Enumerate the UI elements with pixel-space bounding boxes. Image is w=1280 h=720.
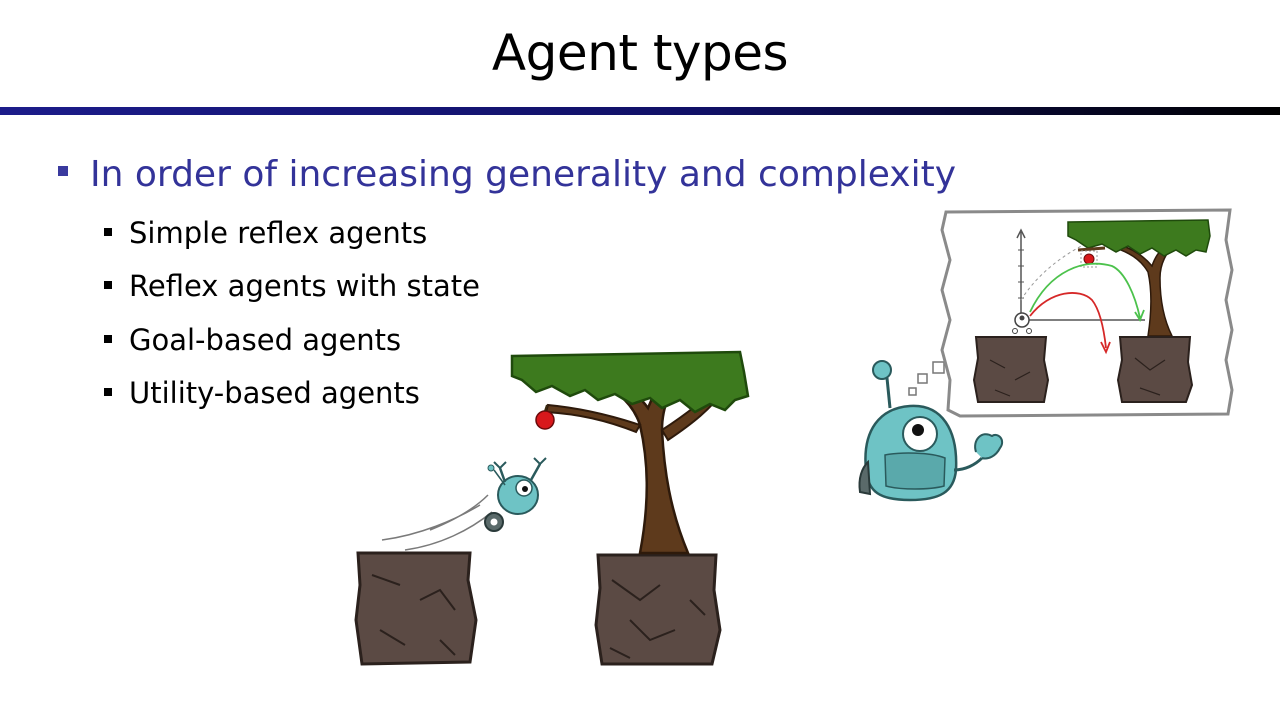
thought-bubble-plan-icon bbox=[940, 208, 1234, 418]
rock-cliffs-icon bbox=[354, 551, 722, 666]
sub-bullet-simple-reflex: Simple reflex agents bbox=[104, 216, 427, 250]
robot-falling-icon bbox=[381, 457, 547, 551]
square-bullet-icon bbox=[104, 228, 112, 236]
sub-bullet-text: Goal-based agents bbox=[129, 323, 402, 357]
square-bullet-icon bbox=[104, 388, 112, 396]
sub-bullet-text: Reflex agents with state bbox=[129, 269, 480, 303]
sub-bullet-utility-based: Utility-based agents bbox=[104, 376, 420, 410]
title-divider bbox=[0, 107, 1280, 115]
sub-bullet-text: Simple reflex agents bbox=[129, 216, 428, 250]
sub-bullet-text: Utility-based agents bbox=[129, 376, 420, 410]
main-bullet: In order of increasing generality and co… bbox=[58, 154, 956, 195]
tree-with-apple-icon bbox=[510, 350, 750, 555]
square-bullet-icon bbox=[58, 166, 68, 176]
slide-title: Agent types bbox=[491, 24, 789, 82]
thinking-robot-icon bbox=[858, 360, 1004, 502]
square-bullet-icon bbox=[104, 335, 112, 343]
main-bullet-text: In order of increasing generality and co… bbox=[90, 154, 957, 195]
sub-bullet-goal-based: Goal-based agents bbox=[104, 323, 401, 357]
sub-bullet-reflex-state: Reflex agents with state bbox=[104, 269, 480, 303]
square-bullet-icon bbox=[104, 281, 112, 289]
